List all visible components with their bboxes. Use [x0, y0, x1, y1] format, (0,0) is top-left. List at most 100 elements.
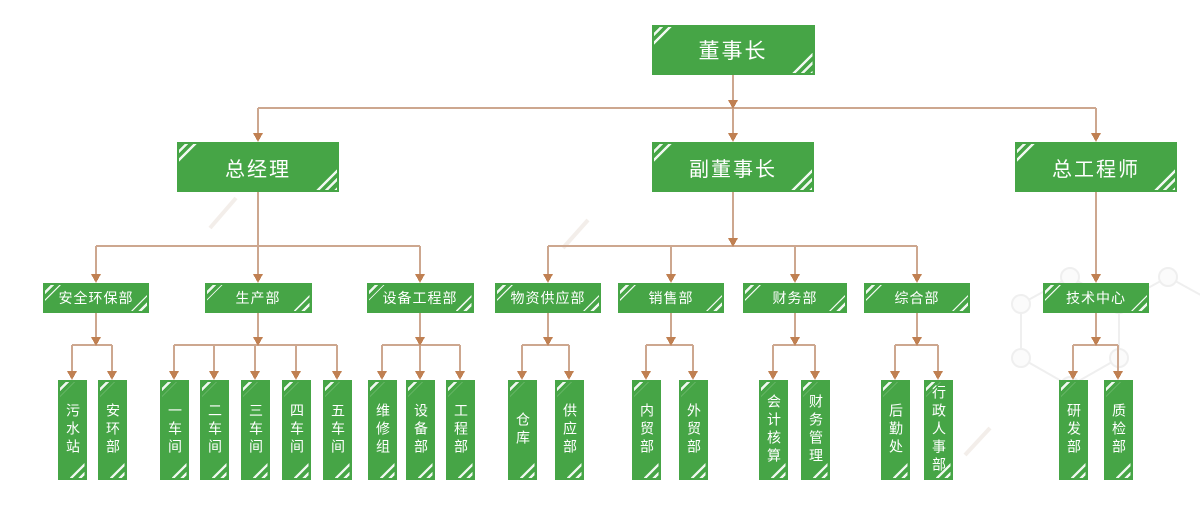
org-node-sales[interactable]: 销售部 [618, 283, 724, 313]
corner-stripes-icon [201, 382, 217, 397]
corner-stripes-icon [315, 168, 337, 190]
corner-stripes-icon [690, 463, 706, 478]
org-node-label: 一车间 [166, 403, 182, 457]
corner-stripes-icon [1153, 168, 1175, 190]
corner-stripes-icon [952, 295, 968, 311]
org-node-supply-dept[interactable]: 供应部 [554, 380, 584, 480]
org-node-admin-hr[interactable]: 行政人事部 [923, 380, 953, 480]
org-node-logistics[interactable]: 后勤处 [880, 380, 910, 480]
org-node-label: 设备部 [412, 403, 428, 457]
org-node-safety-env[interactable]: 安环部 [97, 380, 127, 480]
corner-stripes-icon [866, 285, 882, 301]
corner-stripes-icon [745, 285, 761, 301]
org-node-gm[interactable]: 总经理 [177, 142, 339, 192]
org-node-equipment-dept[interactable]: 设备部 [405, 380, 435, 480]
corner-stripes-icon [69, 463, 85, 478]
corner-stripes-icon [706, 295, 722, 311]
corner-stripes-icon [653, 27, 676, 49]
org-node-production[interactable]: 生产部 [204, 283, 312, 313]
corner-stripes-icon [59, 382, 75, 397]
org-node-foreign-trade[interactable]: 外贸部 [678, 380, 708, 480]
corner-stripes-icon [283, 382, 299, 397]
org-node-label: 总经理 [225, 156, 291, 181]
org-node-domestic-trade[interactable]: 内贸部 [631, 380, 661, 480]
org-node-engineering-dept[interactable]: 工程部 [445, 380, 475, 480]
org-node-label: 生产部 [235, 291, 281, 307]
org-node-supply[interactable]: 物资供应部 [495, 283, 601, 313]
corner-stripes-icon [293, 295, 310, 311]
corner-stripes-icon [892, 463, 908, 478]
corner-stripes-icon [324, 382, 340, 397]
org-node-equipment[interactable]: 设备工程部 [366, 283, 474, 313]
corner-stripes-icon [1131, 295, 1147, 311]
org-node-general-affairs[interactable]: 综合部 [864, 283, 970, 313]
corner-stripes-icon [293, 463, 309, 478]
corner-stripes-icon [654, 144, 676, 166]
org-node-sewage[interactable]: 污水站 [57, 380, 87, 480]
corner-stripes-icon [242, 382, 258, 397]
corner-stripes-icon [633, 382, 649, 397]
org-node-label: 仓库 [514, 412, 530, 448]
org-node-label: 财务部 [772, 291, 818, 307]
corner-stripes-icon [519, 463, 535, 478]
org-node-label: 物资供应部 [510, 291, 586, 307]
corner-stripes-icon [457, 463, 473, 478]
org-node-label: 技术中心 [1066, 291, 1126, 307]
org-node-safety[interactable]: 安全环保部 [43, 283, 149, 313]
org-node-chief-engineer[interactable]: 总工程师 [1015, 142, 1177, 192]
corner-stripes-icon [171, 463, 187, 478]
corner-stripes-icon [790, 168, 812, 190]
corner-stripes-icon [1045, 285, 1061, 301]
org-node-workshop-2[interactable]: 二车间 [199, 380, 229, 480]
corner-stripes-icon [1115, 463, 1131, 478]
org-node-workshop-5[interactable]: 五车间 [322, 380, 352, 480]
corner-stripes-icon [455, 295, 472, 311]
corner-stripes-icon [566, 463, 582, 478]
corner-stripes-icon [206, 285, 223, 301]
org-node-workshop-4[interactable]: 四车间 [281, 380, 311, 480]
org-node-workshop-3[interactable]: 三车间 [240, 380, 270, 480]
corner-stripes-icon [1070, 463, 1086, 478]
org-node-chairman[interactable]: 董事长 [651, 25, 815, 75]
org-node-workshop-1[interactable]: 一车间 [159, 380, 189, 480]
corner-stripes-icon [379, 463, 395, 478]
org-node-label: 研发部 [1065, 403, 1081, 457]
org-node-label: 总工程师 [1052, 156, 1140, 181]
corner-stripes-icon [620, 285, 636, 301]
corner-stripes-icon [1017, 144, 1039, 166]
org-node-label: 污水站 [64, 403, 80, 457]
org-node-warehouse[interactable]: 仓库 [507, 380, 537, 480]
corner-stripes-icon [882, 382, 898, 397]
org-node-financial-mgmt[interactable]: 财务管理 [800, 380, 830, 480]
org-node-accounting[interactable]: 会计核算 [758, 380, 788, 480]
org-node-label: 行政人事部 [930, 385, 946, 475]
corner-stripes-icon [643, 463, 659, 478]
org-node-label: 安全环保部 [58, 291, 134, 307]
org-node-label: 三车间 [247, 403, 263, 457]
corner-stripes-icon [369, 382, 385, 397]
org-node-vice-chairman[interactable]: 副董事长 [652, 142, 814, 192]
org-node-rd-dept[interactable]: 研发部 [1058, 380, 1088, 480]
corner-stripes-icon [161, 382, 177, 397]
org-node-qc-dept[interactable]: 质检部 [1103, 380, 1133, 480]
org-node-label: 内贸部 [638, 403, 654, 457]
corner-stripes-icon [407, 382, 423, 397]
org-node-label: 工程部 [452, 403, 468, 457]
corner-stripes-icon [1105, 382, 1121, 397]
corner-stripes-icon [109, 463, 125, 478]
org-node-label: 副董事长 [689, 156, 777, 181]
corner-stripes-icon [334, 463, 350, 478]
corner-stripes-icon [509, 382, 525, 397]
corner-stripes-icon [252, 463, 268, 478]
org-node-label: 后勤处 [887, 403, 903, 457]
org-node-finance[interactable]: 财务部 [743, 283, 847, 313]
org-node-label: 安环部 [104, 403, 120, 457]
org-node-tech-center[interactable]: 技术中心 [1043, 283, 1149, 313]
org-node-label: 设备工程部 [382, 291, 458, 307]
corner-stripes-icon [790, 51, 813, 73]
org-node-label: 五车间 [329, 403, 345, 457]
org-node-label: 会计核算 [765, 394, 781, 466]
org-node-maintenance[interactable]: 维修组 [367, 380, 397, 480]
corner-stripes-icon [680, 382, 696, 397]
